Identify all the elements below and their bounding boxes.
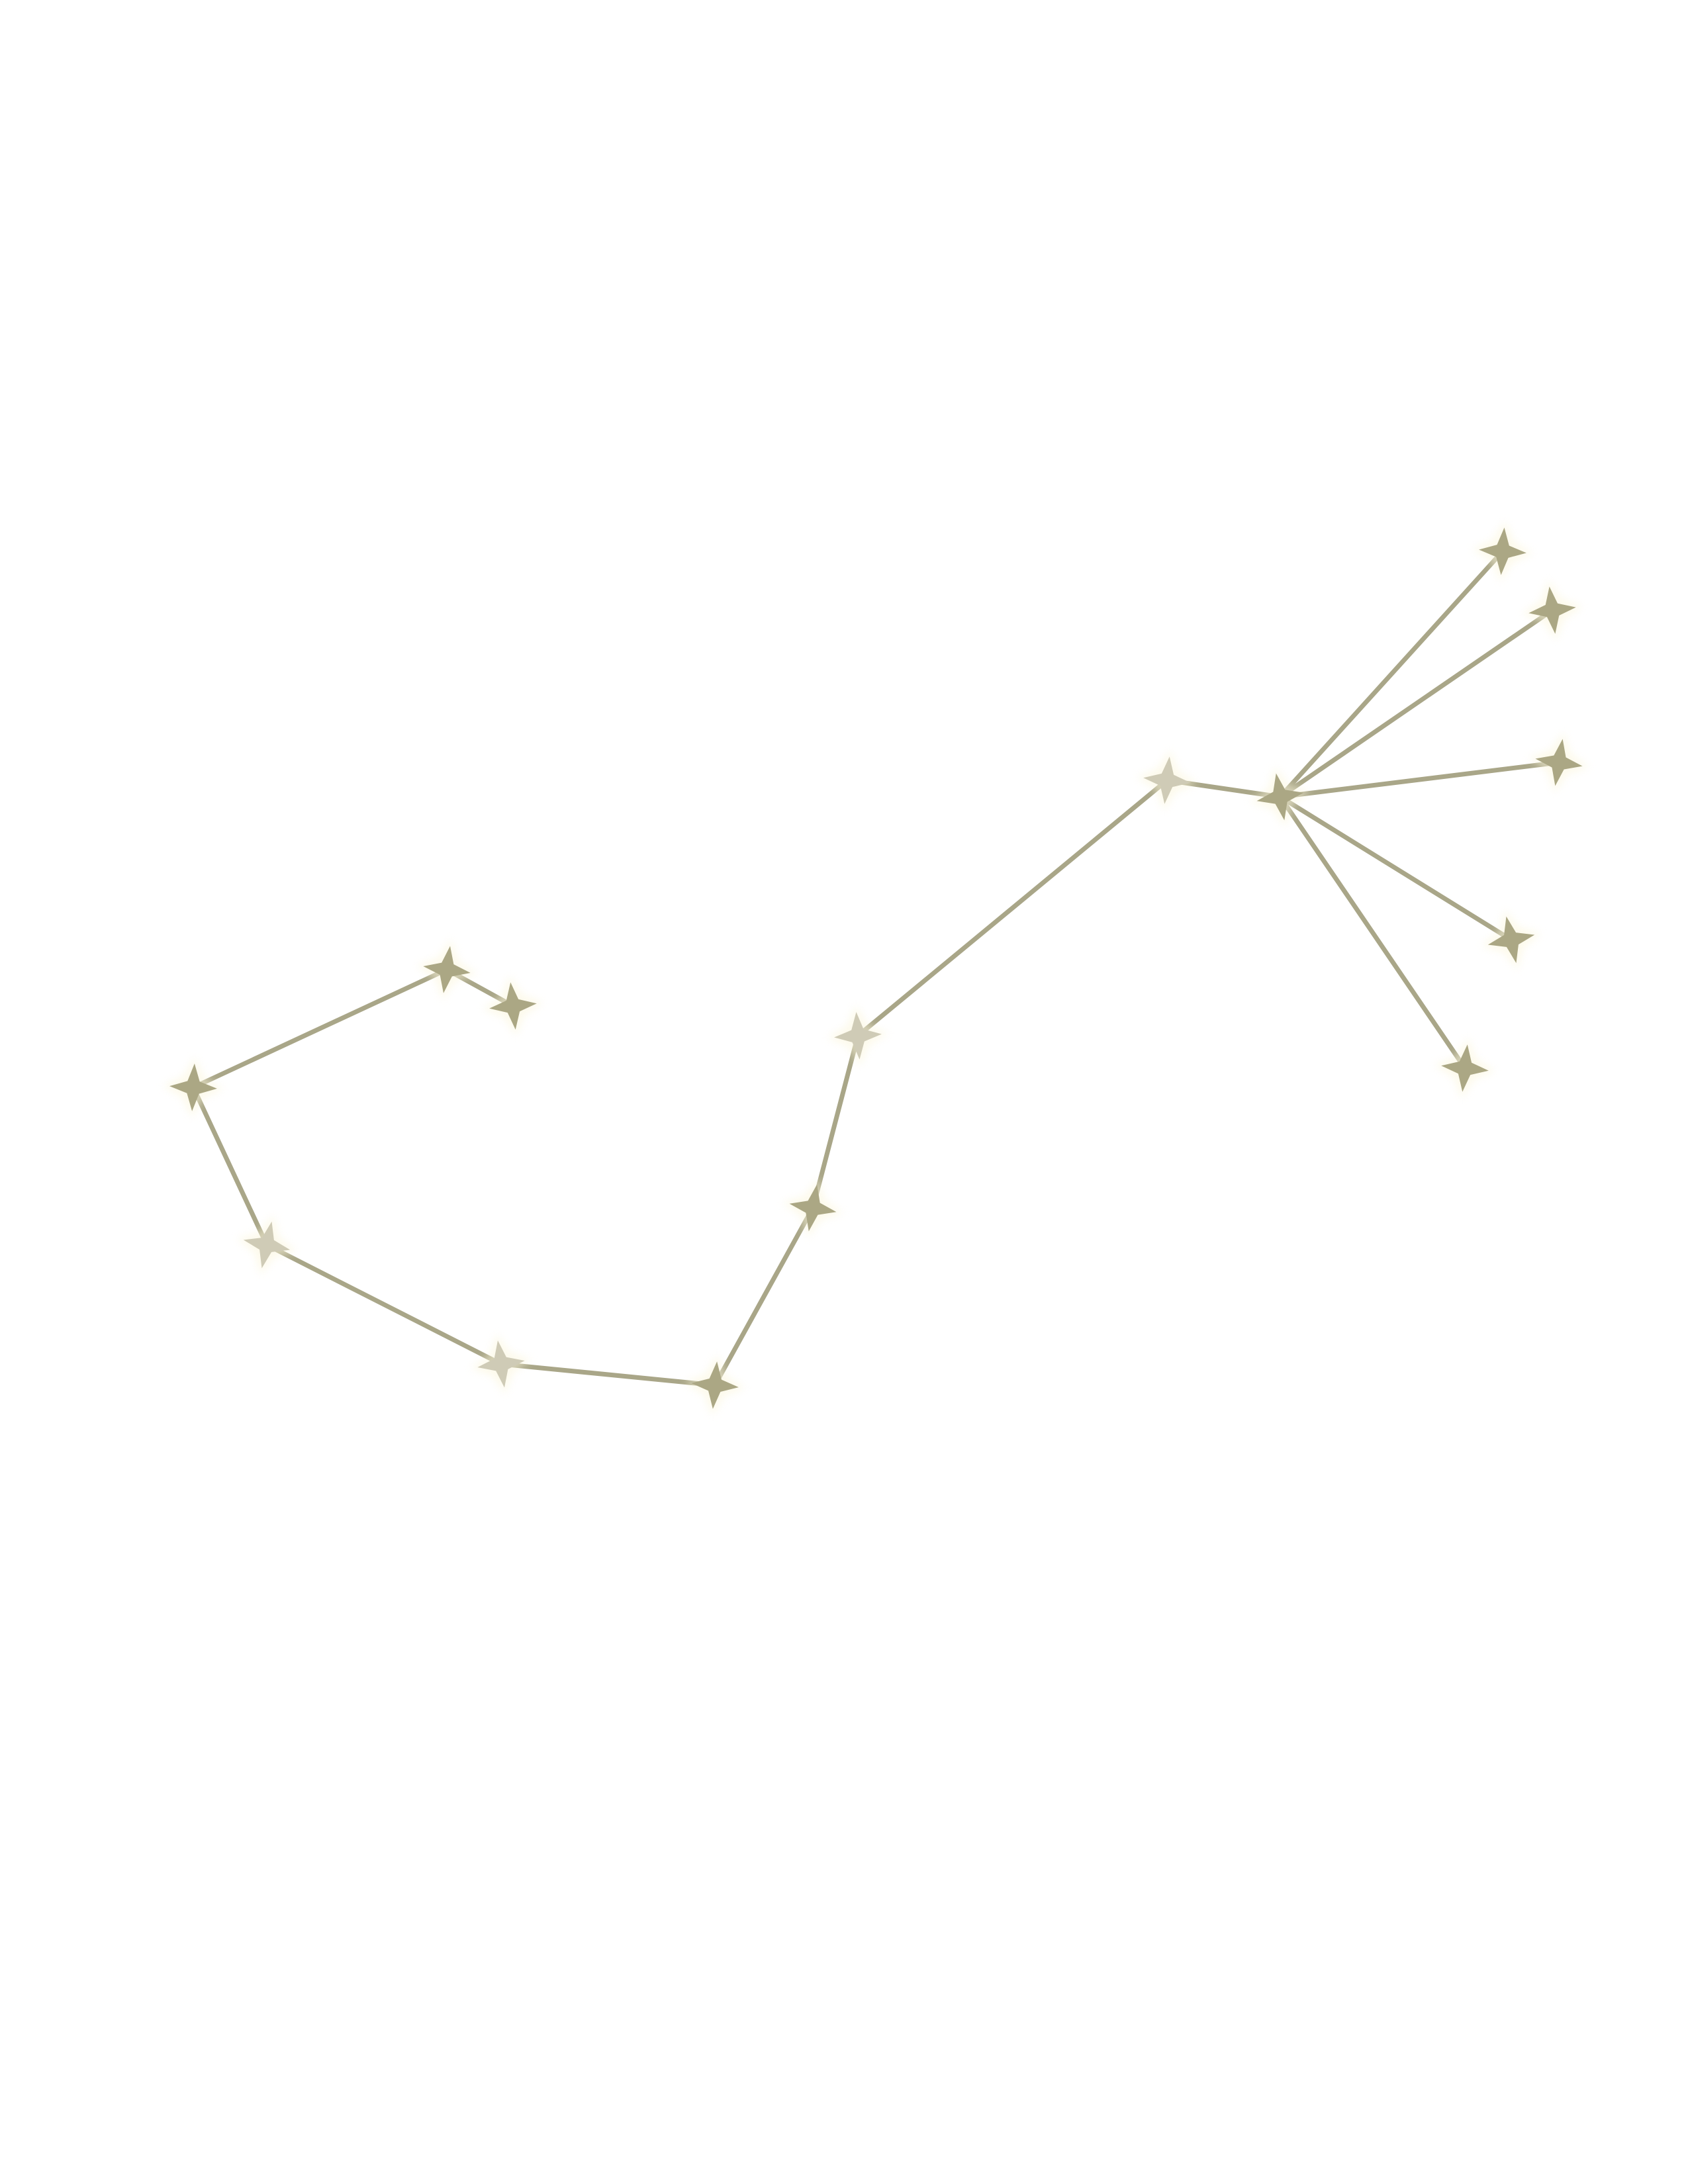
star-shape bbox=[489, 982, 537, 1030]
star-icon bbox=[471, 1334, 532, 1394]
star-shape bbox=[789, 1184, 837, 1232]
star-icon bbox=[1522, 580, 1583, 641]
constellation-line-s7-s8 bbox=[810, 1033, 861, 1210]
star-shape bbox=[834, 1012, 882, 1060]
star-icon bbox=[483, 976, 543, 1036]
star-shape bbox=[1441, 1044, 1489, 1092]
star-icon bbox=[416, 939, 477, 1000]
star-icon bbox=[827, 1005, 888, 1066]
star-shape bbox=[1528, 586, 1576, 634]
star-icon bbox=[163, 1057, 224, 1118]
star-icon bbox=[1137, 750, 1197, 811]
star-shape bbox=[1487, 916, 1535, 964]
star-icon bbox=[782, 1177, 843, 1238]
star-icon bbox=[1434, 1038, 1495, 1099]
star-shape bbox=[1143, 756, 1191, 804]
star-icon bbox=[237, 1215, 297, 1275]
constellation-line-s3-s4 bbox=[191, 1085, 269, 1248]
constellation-line-s6-s7 bbox=[712, 1205, 816, 1388]
star-icon bbox=[1250, 766, 1311, 827]
constellation-line-s1-s3 bbox=[191, 967, 449, 1090]
star-shape bbox=[243, 1221, 291, 1269]
star-shape bbox=[691, 1361, 739, 1409]
star-icon bbox=[1528, 732, 1589, 793]
constellation-lines bbox=[191, 549, 1562, 1388]
constellation-line-s10-s11 bbox=[1278, 549, 1505, 799]
constellation-line-s10-s13 bbox=[1278, 760, 1562, 799]
star-icon bbox=[1481, 910, 1541, 970]
star-icon bbox=[684, 1355, 745, 1416]
star-shape bbox=[477, 1340, 525, 1388]
star-shape bbox=[1535, 739, 1583, 786]
star-shape bbox=[423, 946, 471, 993]
constellation-line-s8-s9 bbox=[855, 778, 1170, 1038]
constellation-line-s10-s14 bbox=[1278, 794, 1514, 942]
constellation-line-s5-s6 bbox=[498, 1361, 718, 1388]
star-icon bbox=[1472, 521, 1533, 582]
constellation-stars bbox=[163, 521, 1589, 1416]
star-shape bbox=[1256, 773, 1304, 821]
star-shape bbox=[169, 1064, 217, 1111]
star-shape bbox=[1479, 527, 1526, 575]
constellation-line-s10-s15 bbox=[1278, 794, 1468, 1071]
constellation-line-s10-s12 bbox=[1278, 608, 1555, 799]
constellation-line-s4-s5 bbox=[264, 1242, 504, 1367]
